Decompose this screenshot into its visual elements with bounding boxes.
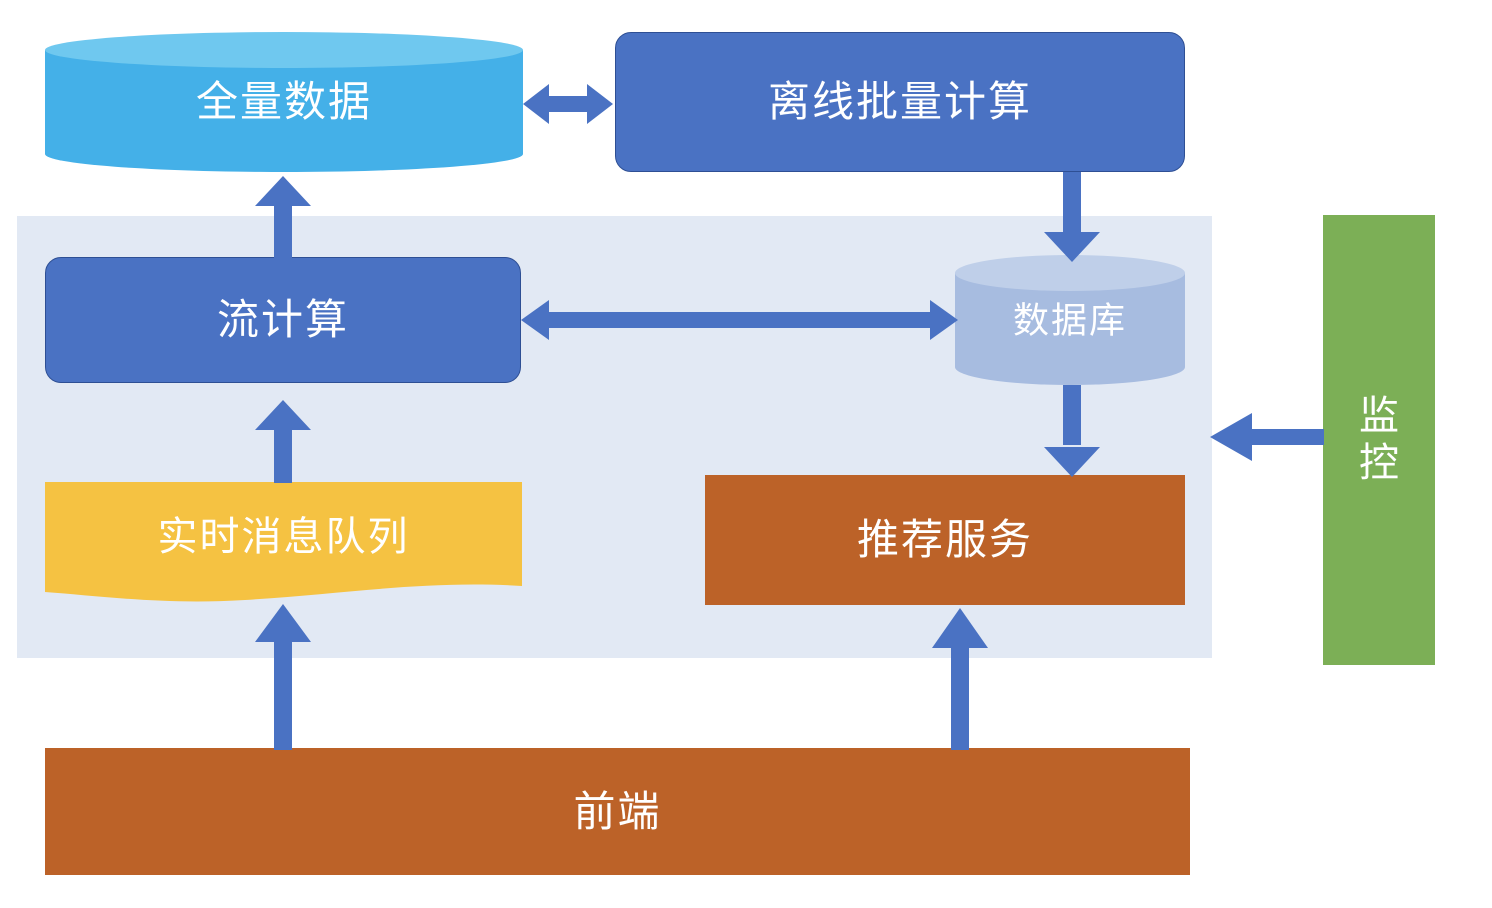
node-monitoring-char-2: 控	[1359, 441, 1399, 485]
node-monitoring-label: 监 控	[1323, 393, 1435, 487]
node-offline-batch[interactable]: 离线批量计算	[615, 32, 1185, 172]
node-frontend[interactable]: 前端	[45, 748, 1190, 875]
node-monitoring-char-1: 监	[1359, 393, 1399, 438]
node-database[interactable]: 数据库	[955, 255, 1185, 385]
node-offline-batch-label: 离线批量计算	[767, 77, 1032, 125]
node-message-queue[interactable]: 实时消息队列	[45, 482, 522, 602]
edge-monitoring-region	[1210, 413, 1324, 461]
node-recommend-service[interactable]: 推荐服务	[705, 475, 1185, 605]
node-monitoring[interactable]: 监 控	[1323, 215, 1435, 665]
node-recommend-service-label: 推荐服务	[856, 515, 1033, 563]
edge-fulldata-offlinebatch	[523, 84, 613, 124]
cylinder-top-ellipse	[955, 255, 1185, 291]
wave-shape	[45, 482, 522, 602]
node-full-data[interactable]: 全量数据	[45, 32, 523, 172]
node-stream-compute-label: 流计算	[216, 295, 349, 343]
node-stream-compute[interactable]: 流计算	[45, 257, 521, 383]
cylinder-top-ellipse	[45, 32, 523, 68]
node-frontend-label: 前端	[573, 787, 662, 835]
